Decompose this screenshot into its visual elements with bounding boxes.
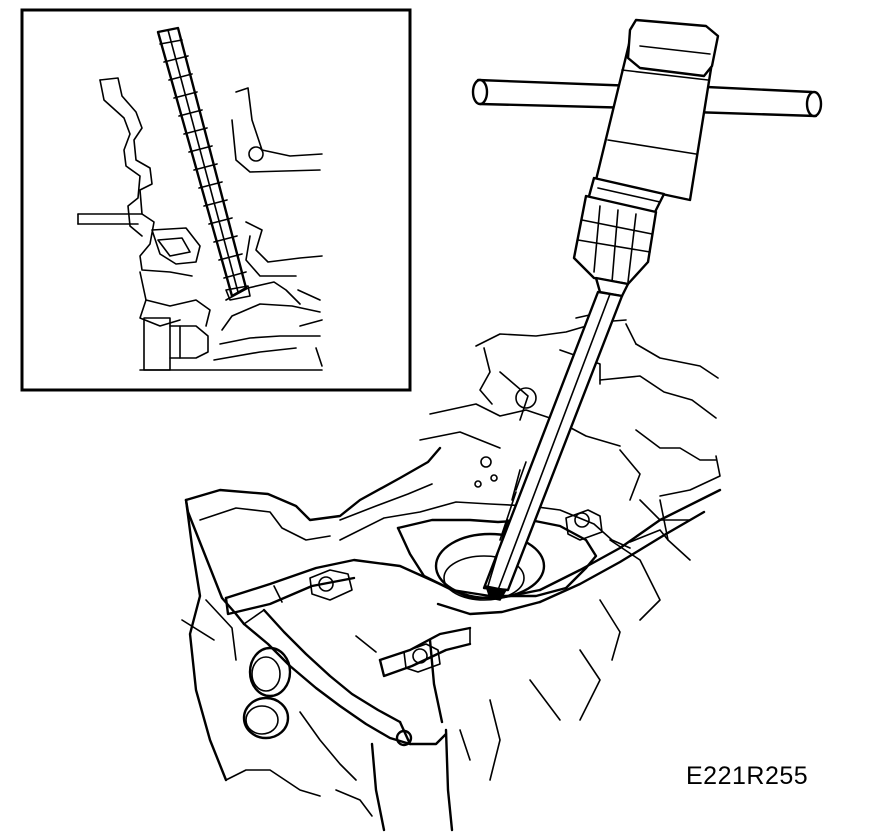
inset-detail [20,8,412,392]
cylinder-head [181,309,722,832]
inset-drill-bit [156,26,251,301]
tap-wrench [471,18,823,601]
figure-code-label: E221R255 [686,762,809,790]
